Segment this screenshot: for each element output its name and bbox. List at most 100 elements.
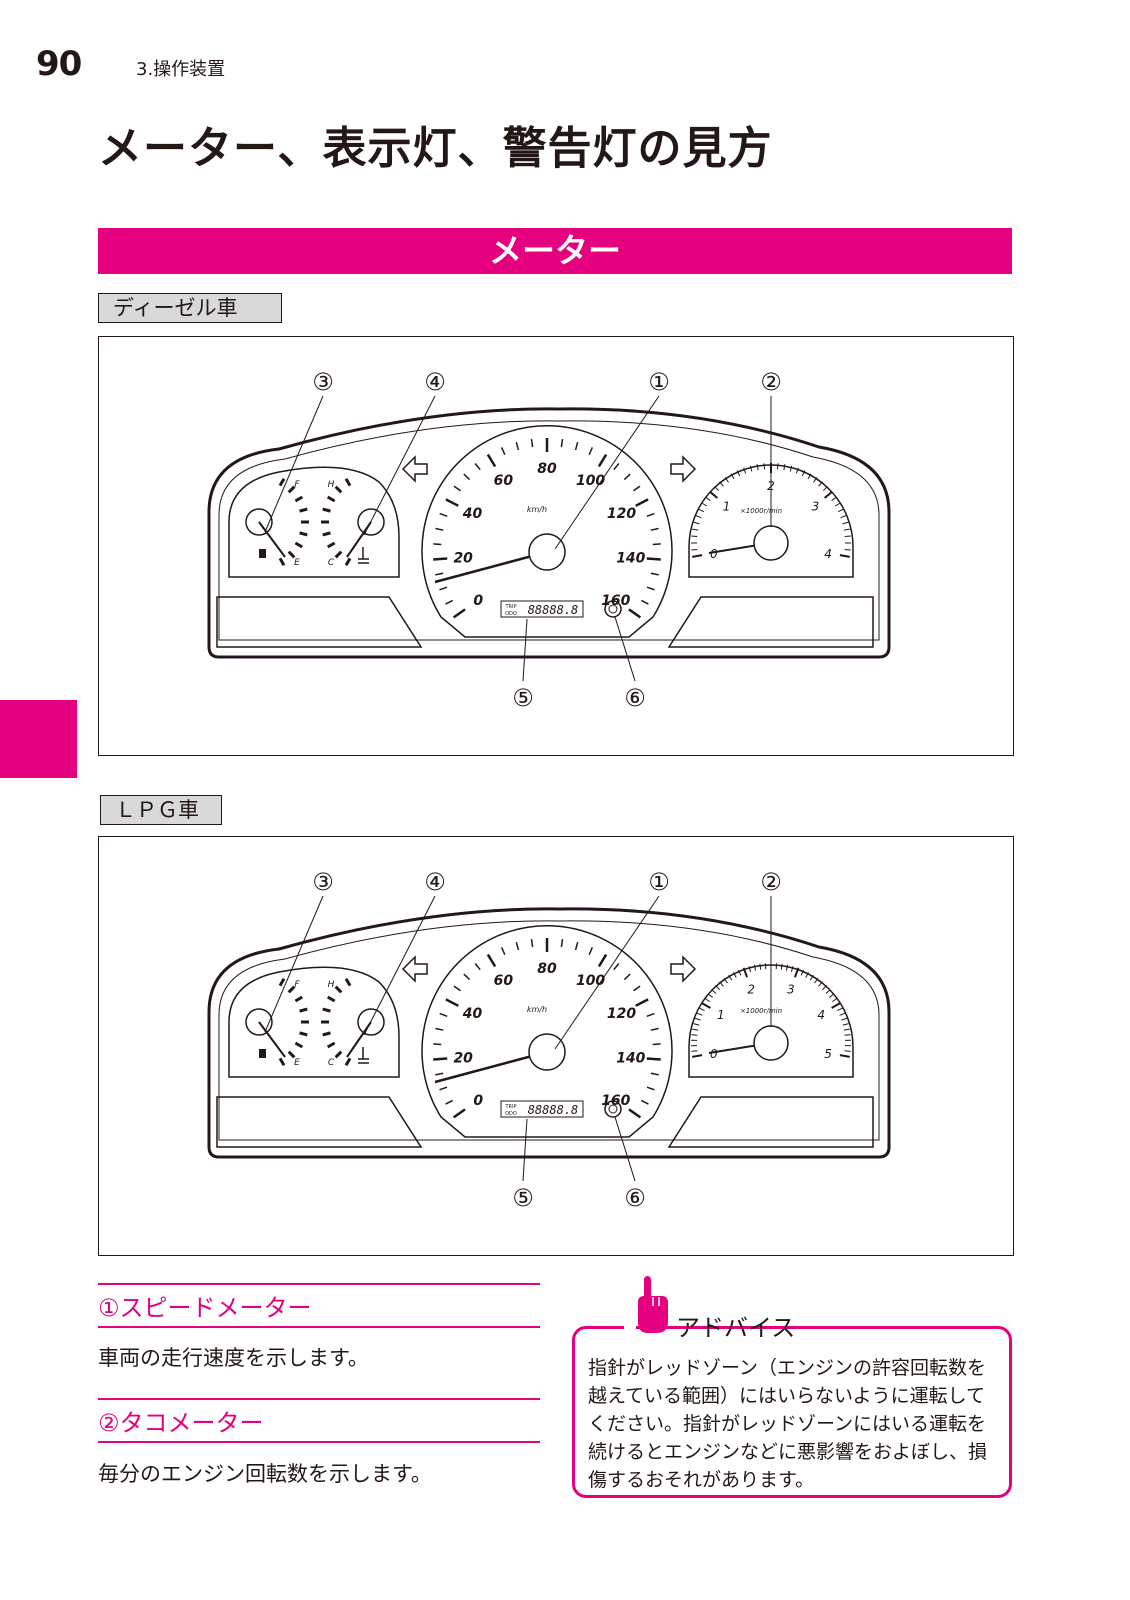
left-gauge-pod xyxy=(228,966,400,1078)
tacho-scale-tick xyxy=(814,977,819,984)
tacho-scale-tick xyxy=(844,535,851,538)
tacho-scale-tick xyxy=(691,1050,698,1052)
tacho-tick-label: 1 xyxy=(717,1008,725,1022)
trip-reset-knob-inner xyxy=(608,1104,618,1114)
speed-scale-tick xyxy=(613,463,620,471)
speed-scale-tick xyxy=(453,985,461,992)
speed-scale-tick xyxy=(633,985,641,992)
speed-scale-tick xyxy=(445,599,454,605)
fuel-scale-tick xyxy=(294,541,304,549)
fuel-scale-tick xyxy=(278,977,286,987)
speed-tick-label: 120 xyxy=(607,1006,636,1022)
speed-scale-tick xyxy=(646,586,655,591)
tacho-scale-tick xyxy=(753,964,757,971)
speed-scale-tick xyxy=(652,543,661,546)
tacho-scale-tick xyxy=(837,508,844,513)
turn-signal-left-icon xyxy=(401,955,428,983)
tacho-scale-tick xyxy=(763,463,766,470)
speed-tick-label: 80 xyxy=(537,461,557,477)
tacho-scale-tick xyxy=(832,997,838,1003)
speed-scale-tick xyxy=(650,527,659,531)
pointing-hand-icon xyxy=(638,1276,668,1333)
fuel-scale-tick xyxy=(294,1041,304,1049)
fuel-scale-tick xyxy=(299,531,308,537)
tacho-scale-tick xyxy=(837,1007,844,1012)
speed-scale-tick xyxy=(445,998,459,1007)
speed-tick-label: 20 xyxy=(453,550,473,566)
tacho-scale-tick xyxy=(831,496,837,501)
speed-scale-tick xyxy=(439,1086,448,1091)
speed-scale-tick xyxy=(635,498,649,507)
speed-scale-tick xyxy=(474,463,481,471)
odometer-odo-label: ODO xyxy=(505,611,517,617)
speed-scale-tick xyxy=(435,1027,444,1031)
tacho-scale-tick xyxy=(780,963,783,970)
tacho-scale-tick xyxy=(724,477,729,483)
speed-scale-tick xyxy=(433,1043,442,1046)
speed-scale-tick xyxy=(588,947,594,956)
tacho-tick-label: 4 xyxy=(824,547,832,561)
callout-leader-line xyxy=(554,895,660,1050)
tacho-unit-label: ×1000r/min xyxy=(740,1007,782,1015)
tacho-tick-label: 5 xyxy=(824,1047,832,1061)
speed-tick-label: 60 xyxy=(494,973,514,989)
fuel-empty-label: E xyxy=(294,1058,300,1068)
tacho-scale-tick xyxy=(701,502,708,507)
fuel-scale-tick xyxy=(278,1057,286,1067)
temp-scale-tick xyxy=(326,541,336,549)
speed-scale-tick xyxy=(515,942,520,951)
fuel-scale-tick xyxy=(299,507,308,513)
temp-scale-tick xyxy=(344,557,352,567)
callout-leader-line xyxy=(264,395,324,533)
tacho-scale-tick xyxy=(743,467,747,474)
speed-scale-tick xyxy=(474,963,481,971)
fuel-scale-tick xyxy=(299,1007,308,1013)
speed-scale-tick xyxy=(515,442,520,451)
tacho-tick-label: 0 xyxy=(710,547,718,561)
speed-scale-tick xyxy=(650,1027,659,1031)
speed-tick-label: 0 xyxy=(473,1093,483,1109)
speed-scale-tick xyxy=(530,438,534,448)
speed-tick-label: 0 xyxy=(473,593,483,609)
section-heading: メーター xyxy=(98,228,1012,274)
odometer-odo-label: ODO xyxy=(505,1111,517,1117)
speed-scale-tick xyxy=(640,1099,649,1105)
item-title-text: スピードメーター xyxy=(119,1294,312,1322)
temp-scale-tick xyxy=(322,1007,331,1013)
speed-scale-tick xyxy=(635,998,649,1007)
chapter-side-tab xyxy=(0,700,77,778)
speed-tick-label: 40 xyxy=(462,1006,483,1022)
speed-scale-tick xyxy=(650,1072,659,1076)
tacho-tick-label: 1 xyxy=(723,500,731,514)
tacho-scale-tick xyxy=(730,473,735,480)
coolant-temp-icon xyxy=(358,1047,369,1064)
tacho-scale-tick xyxy=(749,465,753,472)
fuel-scale-tick xyxy=(278,477,286,487)
tacho-tick-label: 2 xyxy=(747,982,755,996)
tacho-scale-tick xyxy=(691,548,698,551)
tacho-scale-tick xyxy=(839,1054,850,1058)
tacho-scale-tick xyxy=(691,535,698,538)
tacho-scale-tick xyxy=(843,528,850,531)
tacho-tick-label: 3 xyxy=(812,500,820,514)
tacho-scale-tick xyxy=(790,965,794,973)
temp-hot-label: H xyxy=(328,480,335,490)
temp-scale-tick xyxy=(334,550,343,559)
speed-scale-tick xyxy=(439,586,448,591)
tacho-scale-tick xyxy=(842,521,849,525)
temp-hot-label: H xyxy=(328,980,335,990)
tacho-scale-tick xyxy=(809,974,814,981)
tacho-scale-tick xyxy=(742,967,748,978)
tacho-tick-label: 0 xyxy=(710,1047,718,1061)
right-lower-panel xyxy=(667,1096,874,1148)
speed-scale-tick xyxy=(452,1108,466,1119)
item-number: ① xyxy=(98,1294,120,1322)
turn-signal-left-icon xyxy=(401,455,428,483)
odometer-digits: 88888.8 xyxy=(528,603,579,617)
fuel-full-label: F xyxy=(294,480,300,490)
tacho-scale-tick xyxy=(839,554,850,558)
fuel-scale-tick xyxy=(287,485,296,494)
callout-number: ④ xyxy=(424,368,446,396)
tacho-scale-tick xyxy=(692,554,703,558)
